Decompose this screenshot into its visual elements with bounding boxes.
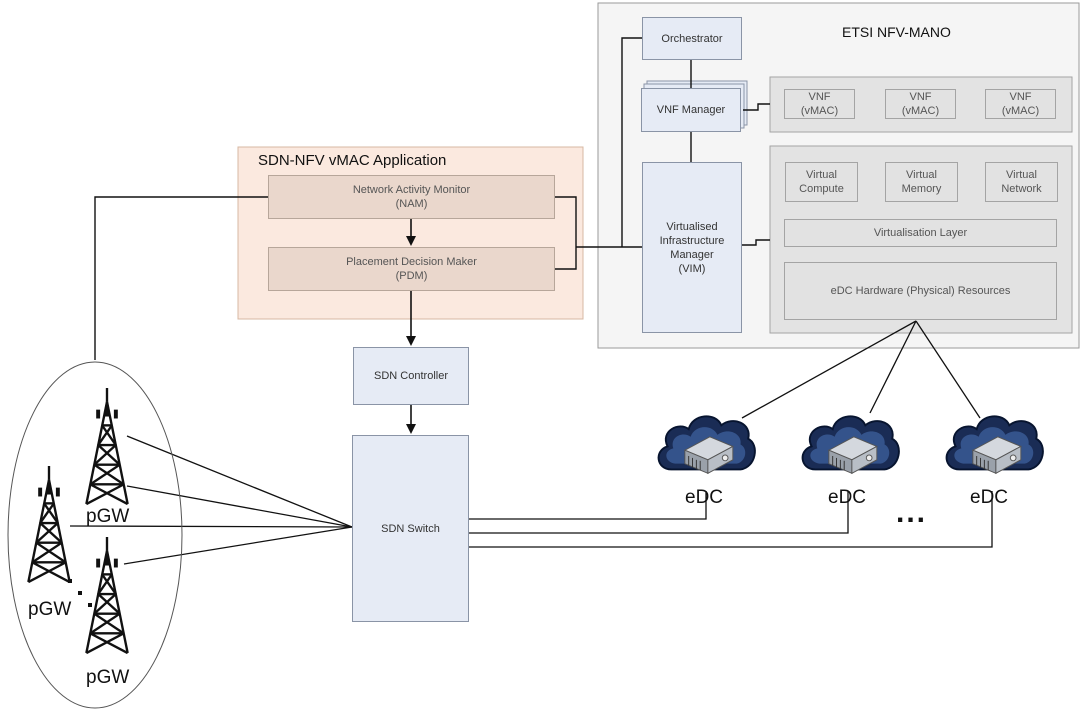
hardware-block[interactable]: eDC Hardware (Physical) Resources [784,262,1057,320]
sdn-controller-block[interactable]: SDN Controller [353,347,469,405]
nam-block[interactable]: Network Activity Monitor (NAM) [268,175,555,219]
edc-label: eDC [685,487,724,508]
pgw-label: pGW [86,667,130,688]
vnf-block-3[interactable]: VNF (vMAC) [985,89,1056,119]
edc-label: eDC [828,487,867,508]
edc-ellipsis: ... [896,496,928,529]
pgw-label: pGW [86,506,130,527]
pdm-block[interactable]: Placement Decision Maker (PDM) [268,247,555,291]
pgw-group [7,361,183,709]
app-title: SDN-NFV vMAC Application [258,152,447,169]
pgw-label: pGW [28,599,72,620]
edc-cloud-icon [945,415,1044,475]
vnf-manager-block[interactable]: VNF Manager [641,88,741,132]
virtualisation-layer-block[interactable]: Virtualisation Layer [784,219,1057,247]
orchestrator-block[interactable]: Orchestrator [642,17,742,60]
vnf-block-2[interactable]: VNF (vMAC) [885,89,956,119]
edc-cloud-icon [657,415,756,475]
edc-label: eDC [970,487,1009,508]
vim-block[interactable]: Virtualised Infrastructure Manager (VIM) [642,162,742,333]
sdn-switch-block[interactable]: SDN Switch [352,435,469,622]
mano-title: ETSI NFV-MANO [842,24,951,40]
edc-cloud-icon [801,415,900,475]
vnf-block-1[interactable]: VNF (vMAC) [784,89,855,119]
tower-icon [85,537,129,655]
tower-icon [27,466,71,584]
virtual-compute-block[interactable]: Virtual Compute [785,162,858,202]
tower-icon [85,388,129,506]
virtual-memory-block[interactable]: Virtual Memory [885,162,958,202]
virtual-network-block[interactable]: Virtual Network [985,162,1058,202]
